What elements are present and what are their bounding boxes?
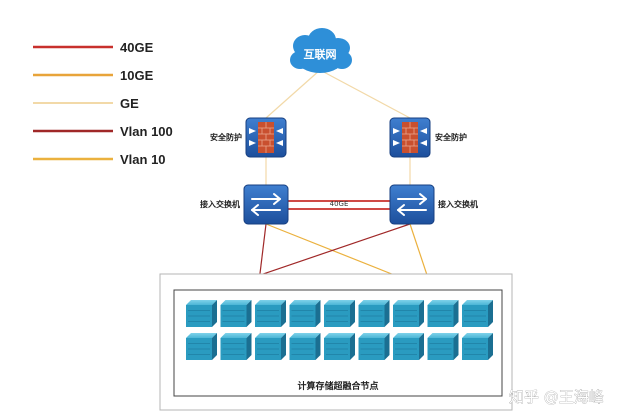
switch-device	[389, 184, 435, 225]
server-node-icon	[462, 300, 493, 327]
firewall-label: 安全防护	[435, 132, 467, 142]
server-node-icon	[186, 333, 217, 360]
server-node-icon	[324, 333, 355, 360]
legend-item-10ge: 10GE	[33, 68, 154, 83]
server-node-icon	[393, 333, 424, 360]
converged-cluster: 计算存储超融合节点	[159, 273, 513, 411]
legend-label: Vlan 100	[120, 124, 173, 139]
switch-label: 接入交换机	[200, 199, 240, 209]
switch-arrows-icon	[251, 193, 281, 216]
server-node-icon	[255, 300, 286, 327]
internet-cloud: 互联网	[290, 28, 352, 73]
legend-item-40ge: 40GE	[33, 40, 154, 55]
legend-item-vlan-10: Vlan 10	[33, 152, 166, 167]
firewall-right: 安全防护	[389, 117, 467, 158]
switch-right: 接入交换机	[389, 184, 478, 225]
switch-label: 接入交换机	[438, 199, 478, 209]
server-grid	[186, 300, 493, 360]
server-node-icon	[393, 300, 424, 327]
legend-item-vlan-100: Vlan 100	[33, 124, 173, 139]
connections	[215, 69, 433, 291]
switch-left: 接入交换机	[200, 184, 289, 225]
server-node-icon	[186, 300, 217, 327]
server-node-icon	[289, 300, 321, 327]
internet-label: 互联网	[304, 47, 337, 61]
firewall-left: 安全防护	[210, 117, 287, 158]
legend-label: GE	[120, 96, 139, 111]
link-ge	[319, 69, 411, 119]
server-node-icon	[255, 333, 286, 360]
server-node-icon	[358, 333, 390, 360]
firewall-icon	[393, 122, 427, 153]
server-node-icon	[358, 300, 390, 327]
switch-arrows-icon	[397, 193, 427, 216]
server-node-icon	[289, 333, 321, 360]
server-node-icon	[324, 300, 355, 327]
watermark: 知乎 @王海峰	[509, 388, 604, 406]
cloud-icon	[290, 28, 352, 73]
server-node-icon	[220, 300, 252, 327]
server-node-icon	[462, 333, 493, 360]
legend-item-ge: GE	[33, 96, 139, 111]
server-node-icon	[220, 333, 252, 360]
cluster-label: 计算存储超融合节点	[297, 380, 378, 392]
interconnect-label: 40GE	[330, 200, 349, 208]
switch-device	[243, 184, 289, 225]
firewall-label: 安全防护	[210, 132, 242, 142]
legend-label: Vlan 10	[120, 152, 166, 167]
server-node-icon	[427, 333, 459, 360]
server-node-icon	[427, 300, 459, 327]
legend-label: 40GE	[120, 40, 154, 55]
legend-label: 10GE	[120, 68, 154, 83]
legend: 40GE 10GE GE Vlan 100 Vlan 10	[33, 40, 173, 167]
firewall-icon	[249, 122, 283, 153]
link-ge	[265, 69, 321, 119]
